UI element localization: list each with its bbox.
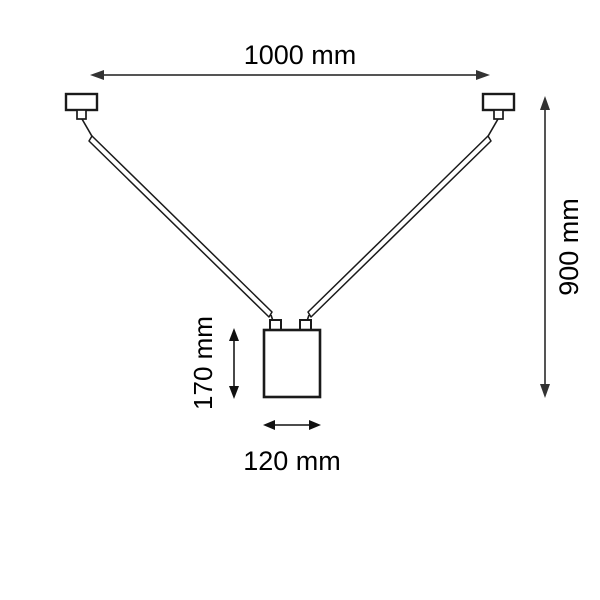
suspension-arm-right [304, 118, 499, 328]
dimension-label-width: 1000 mm [244, 40, 357, 70]
dimension-shade-height: 170 mm [188, 316, 239, 410]
ceiling-mount-left-stem [76, 109, 87, 120]
arrowhead-bottom-height [540, 384, 550, 398]
arrowhead-top-shade-height [229, 328, 239, 341]
dimension-label-height: 900 mm [554, 198, 584, 296]
lamp-shade-body [262, 328, 322, 399]
dimension-label-shade-width: 120 mm [243, 446, 341, 476]
suspension-arm-left-kink [81, 118, 94, 139]
suspension-arm-left [81, 118, 276, 328]
dimension-height-overall: 900 mm [540, 96, 584, 398]
ceiling-mount-left [64, 92, 99, 120]
arrowhead-bottom-shade-height [229, 386, 239, 399]
dimension-shade-width: 120 mm [243, 420, 341, 476]
arrowhead-right-width [476, 70, 490, 80]
suspension-arm-right-kink [486, 118, 499, 139]
arrowhead-right-shade-width [309, 420, 321, 430]
dimension-label-shade-height: 170 mm [188, 316, 218, 410]
suspension-arm-right-rod [307, 135, 492, 318]
ceiling-mount-right-plate [481, 92, 516, 112]
arrowhead-left-shade-width [263, 420, 275, 430]
arrowhead-top-height [540, 96, 550, 110]
suspension-arm-left-rod [88, 135, 273, 318]
dimension-width-overall: 1000 mm [90, 40, 490, 80]
ceiling-mount-right-stem [493, 109, 504, 120]
arrowhead-left-width [90, 70, 104, 80]
ceiling-mount-left-plate [64, 92, 99, 112]
ceiling-mount-right [481, 92, 516, 120]
